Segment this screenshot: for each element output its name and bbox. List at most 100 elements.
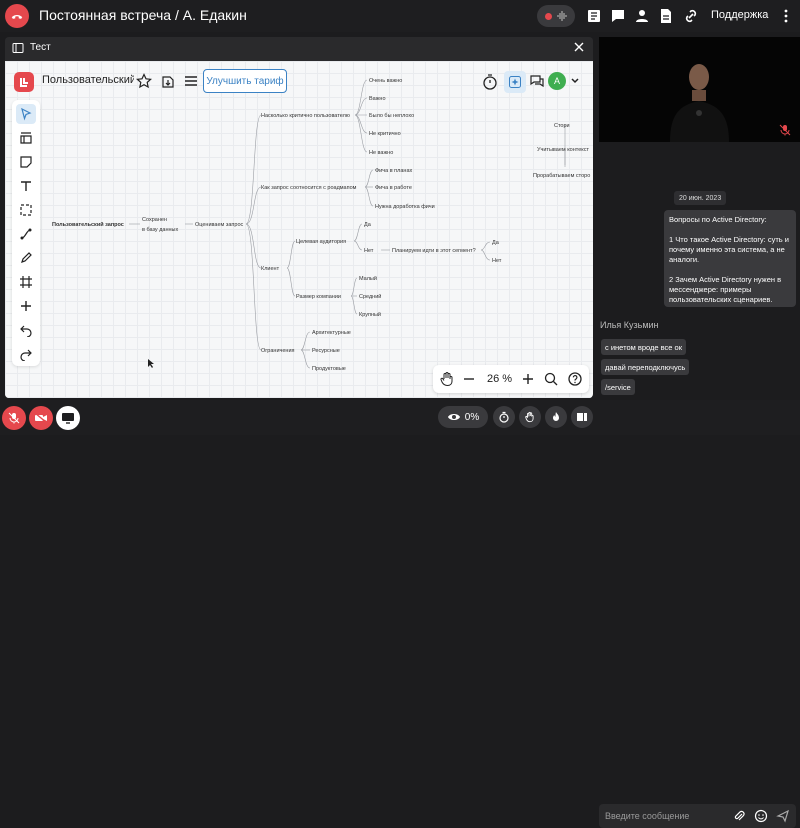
node-large[interactable]: Крупный (359, 311, 381, 318)
message-input[interactable] (605, 808, 725, 824)
more-vertical-icon[interactable] (783, 7, 789, 25)
mouse-cursor (148, 359, 154, 368)
leave-call-button[interactable] (5, 4, 29, 28)
link-icon[interactable] (683, 8, 699, 24)
zoom-in-icon[interactable] (520, 371, 536, 387)
board-logo[interactable] (14, 72, 34, 92)
node-roadmap[interactable]: Как запрос соотносится с роадмапом (261, 185, 357, 191)
node-plan-segment[interactable]: Планируем идти в этот сегмент? (392, 248, 476, 254)
node-needs-work[interactable]: Нужна доработка фичи (375, 204, 435, 210)
timer-icon[interactable] (481, 73, 499, 91)
whiteboard-canvas[interactable]: Пользовательский запрос Сохранен в базу … (5, 61, 593, 398)
timer-button[interactable] (493, 406, 515, 428)
select-tool[interactable] (16, 104, 36, 124)
viewers-value: 0% (464, 411, 480, 423)
ai-assistant-button[interactable] (504, 71, 526, 93)
node-company-size[interactable]: Размер компании (296, 294, 341, 300)
node-important[interactable]: Важно (369, 96, 386, 102)
node-medium[interactable]: Средний (359, 293, 381, 300)
node-critical[interactable]: Насколько критично пользователю (261, 113, 350, 119)
help-icon[interactable] (567, 371, 583, 387)
frame-tool[interactable] (16, 272, 36, 292)
shapes-tool[interactable] (16, 200, 36, 220)
layout-button[interactable] (571, 406, 593, 428)
node-stories[interactable]: Стори (554, 123, 570, 129)
node-resources[interactable]: Ресурсные (312, 348, 340, 354)
close-icon[interactable] (573, 41, 585, 53)
node-root[interactable]: Пользовательский запрос (52, 221, 124, 228)
board-name[interactable]: Пользовательский запрос (42, 74, 134, 86)
attach-icon[interactable] (732, 809, 746, 823)
hand-icon[interactable] (439, 371, 455, 387)
sticky-note-tool[interactable] (16, 152, 36, 172)
emoji-icon[interactable] (754, 809, 768, 823)
node-product[interactable]: Продуктовые (312, 366, 346, 372)
node-audience[interactable]: Целевая аудитория (296, 239, 346, 245)
whiteboard-icon[interactable] (586, 8, 602, 24)
node-saved[interactable]: Сохранен (142, 217, 167, 223)
participants-icon[interactable] (634, 8, 650, 24)
chat-message[interactable]: с инетом вроде все ок (601, 339, 686, 355)
recording-indicator[interactable] (537, 5, 575, 27)
node-evaluate[interactable]: Оцениваем запрос (195, 222, 243, 228)
star-icon[interactable] (136, 73, 152, 89)
participant-silhouette (599, 37, 800, 142)
node-client[interactable]: Клиент (261, 266, 280, 272)
node-limits[interactable]: Ограничения (261, 348, 295, 354)
mic-off-icon (779, 124, 791, 136)
pen-tool[interactable] (16, 248, 36, 268)
chevron-down-icon[interactable] (570, 76, 580, 86)
chat-message[interactable]: Вопросы по Active Directory: 1 Что такое… (664, 210, 796, 307)
node-yes-2[interactable]: Да (492, 240, 500, 246)
send-icon[interactable] (776, 809, 790, 823)
share-board-icon[interactable] (160, 73, 176, 89)
screen-share-button[interactable] (56, 406, 80, 430)
node-no-1[interactable]: Нет (364, 248, 374, 254)
node-work-stories[interactable]: Прорабатываем сторо (533, 173, 590, 179)
more-tools[interactable] (16, 296, 36, 316)
microphone-toggle[interactable] (2, 406, 26, 430)
node-small[interactable]: Малый (359, 275, 377, 282)
node-no-2[interactable]: Нет (492, 258, 502, 264)
connector-tool[interactable] (16, 224, 36, 244)
search-icon[interactable] (543, 371, 559, 387)
reactions-button[interactable] (545, 406, 567, 428)
templates-tool[interactable] (16, 128, 36, 148)
zoom-level[interactable]: 26 % (487, 373, 513, 385)
undo-button[interactable] (16, 320, 36, 340)
support-link[interactable]: Поддержка (711, 9, 769, 21)
node-saved-db[interactable]: в базу данных (142, 227, 179, 233)
logo-icon (18, 76, 30, 88)
raise-hand-button[interactable] (519, 406, 541, 428)
node-yes-1[interactable]: Да (364, 222, 372, 228)
zoom-out-icon[interactable] (461, 371, 477, 387)
comments-icon[interactable] (529, 73, 545, 89)
node-planned[interactable]: Фича в планах (375, 168, 412, 174)
text-tool[interactable] (16, 176, 36, 196)
node-not-important[interactable]: Не важно (369, 150, 393, 156)
top-bar: Постоянная встреча / А. Едакин Поддержка (0, 0, 800, 32)
meeting-title: Постоянная встреча / А. Едакин (39, 7, 247, 23)
chat-message[interactable]: давай переподключусь (601, 359, 690, 375)
node-very-important[interactable]: Очень важно (369, 78, 402, 84)
eye-icon (447, 412, 461, 422)
chat-message[interactable]: /service (601, 379, 635, 395)
menu-icon[interactable] (183, 73, 199, 89)
node-not-critical[interactable]: Не критично (369, 131, 401, 137)
node-in-work[interactable]: Фича в работе (375, 185, 412, 191)
user-avatar[interactable]: А (548, 72, 566, 90)
chat-input-box (599, 804, 796, 828)
sidebar-layout-icon[interactable] (12, 42, 24, 54)
record-dot-icon (544, 12, 552, 20)
upgrade-plan-button[interactable]: Улучшить тариф (203, 69, 287, 93)
node-context[interactable]: Учитываем контекст (537, 147, 589, 153)
participant-video[interactable] (599, 37, 800, 142)
node-nice[interactable]: Было бы неплохо (369, 113, 414, 119)
redo-icon (19, 347, 33, 361)
chat-icon[interactable] (610, 8, 626, 24)
file-icon[interactable] (658, 8, 674, 24)
node-architecture[interactable]: Архитектурные (312, 330, 351, 336)
camera-toggle[interactable] (29, 406, 53, 430)
redo-button[interactable] (16, 344, 36, 364)
viewers-indicator[interactable]: 0% (438, 406, 488, 428)
